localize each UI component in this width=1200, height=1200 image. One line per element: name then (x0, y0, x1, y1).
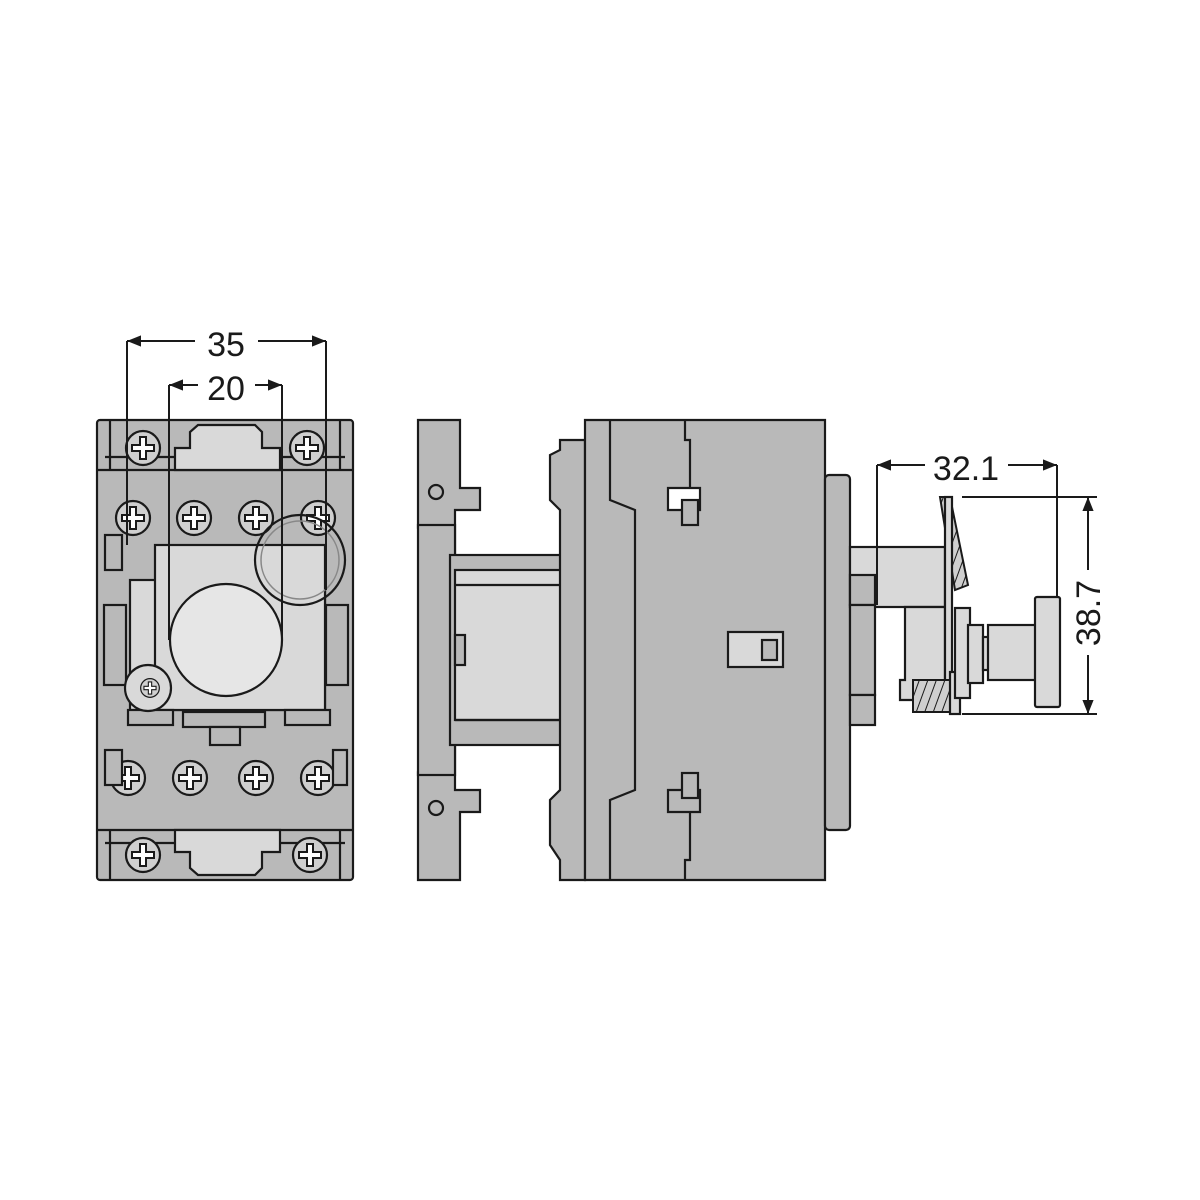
front-plate (823, 473, 852, 832)
screw-icon (237, 759, 275, 797)
screw-icon (175, 499, 213, 537)
screw-icon (288, 429, 326, 467)
dimension-38-7: 38.7 (1070, 580, 1108, 646)
screw-icon (114, 499, 152, 537)
screw-icon (124, 429, 162, 467)
bottom-clip (173, 828, 282, 877)
screw-icon (124, 836, 162, 874)
indicator-ring (253, 513, 347, 607)
push-button-stem (986, 623, 1040, 682)
dimension-35: 35 (207, 326, 245, 364)
push-button-head (1033, 595, 1062, 709)
top-clip (173, 423, 282, 472)
screw-icon (299, 759, 337, 797)
side-view: 32.1 38.7 (416, 418, 1108, 882)
front-view: 35 20 (95, 326, 355, 882)
screw-icon (291, 836, 329, 874)
push-button-front (168, 582, 284, 698)
contactor-body-side (583, 418, 827, 882)
screw-icon (171, 759, 209, 797)
dimension-32-1: 32.1 (933, 450, 999, 488)
dimension-20: 20 (207, 370, 245, 408)
